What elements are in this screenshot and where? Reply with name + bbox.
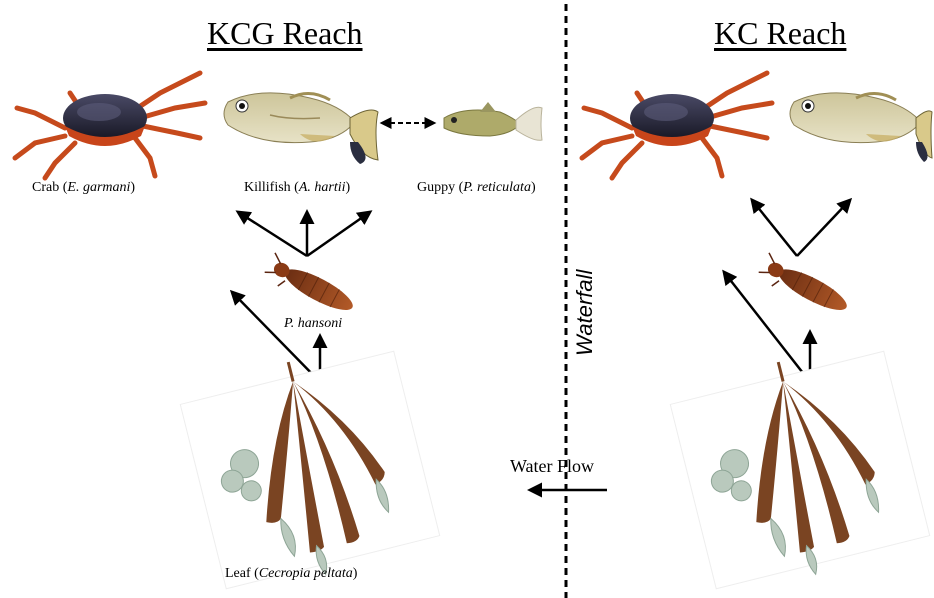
arrow-insect-to-crab-right	[752, 200, 797, 256]
kc-reach-title: KC Reach	[714, 15, 846, 52]
arrow-leaf-to-predators	[232, 292, 320, 382]
guppy-label: Guppy (P. reticulata)	[417, 180, 536, 196]
killifish-label: Killifish (A. hartii)	[244, 180, 350, 196]
insect-larva-icon	[262, 253, 358, 322]
waterfall-label: Waterfall	[572, 270, 598, 356]
guppy-icon	[444, 102, 542, 140]
arrow-insect-to-guppy	[307, 212, 370, 256]
water-flow-label: Water Flow	[510, 456, 594, 477]
arrow-insect-to-killifish-right	[797, 200, 850, 256]
leaf-icon	[177, 337, 442, 598]
insect-larva-icon	[756, 253, 852, 322]
leaf-label: Leaf (Cecropia peltata)	[225, 566, 357, 582]
arrow-insect-to-crab	[238, 212, 307, 256]
crab-label: Crab (E. garmani)	[32, 180, 135, 196]
killifish-icon	[224, 93, 378, 164]
killifish-icon	[790, 93, 932, 162]
crab-icon	[582, 73, 772, 178]
leaf-icon	[667, 337, 932, 598]
crab-icon	[15, 73, 205, 178]
kcg-reach-title: KCG Reach	[207, 15, 363, 52]
insect-label: P. hansoni	[284, 316, 342, 332]
